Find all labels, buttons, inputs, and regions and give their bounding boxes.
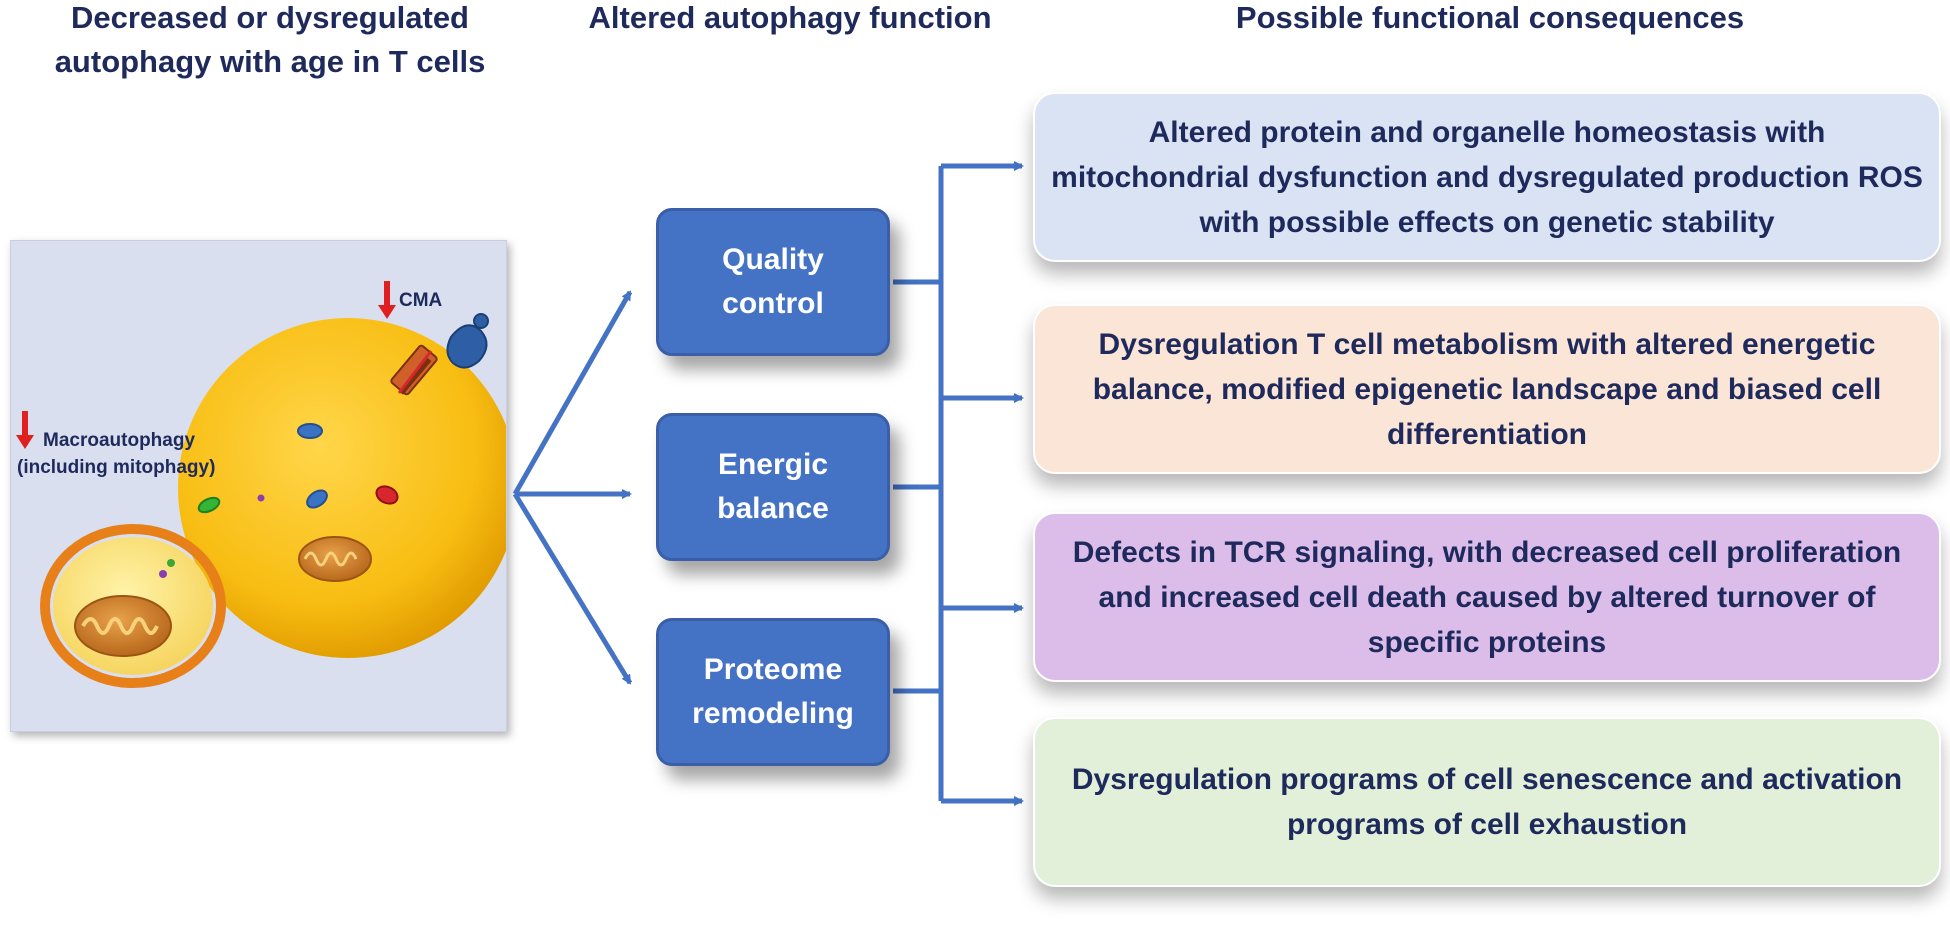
proteome-remodeling-line1: Proteome — [703, 653, 843, 686]
energic-balance-line1: Energic — [717, 448, 829, 481]
arrow-to-proteome-remodeling — [512, 492, 633, 685]
autophagosome — [40, 524, 226, 688]
quality-control-line1: Quality — [722, 243, 824, 276]
consequence-protein-homeostasis: Altered protein and organelle homeostasi… — [1033, 92, 1941, 262]
energic-balance-line2: balance — [717, 492, 829, 525]
cma-label: CMA — [399, 290, 443, 311]
cma-decrease-arrow-icon — [378, 281, 396, 319]
proteome-remodeling-line2: remodeling — [692, 697, 854, 730]
lysosome-cargo — [197, 423, 399, 582]
quality-control-box: Quality control — [656, 208, 890, 356]
proteome-remodeling-box: Proteome remodeling — [656, 618, 890, 766]
quality-control-line2: control — [722, 287, 824, 320]
mitochondrion-icon — [74, 595, 172, 657]
lysosome-illustration — [16, 281, 506, 688]
macroautophagy-label: Macroautophagy (including mitophagy) — [17, 427, 215, 481]
consequence-senescence-exhaustion: Dysregulation programs of cell senescenc… — [1033, 717, 1941, 887]
arrow-to-quality-control — [512, 290, 633, 496]
header-consequences: Possible functional consequences — [1235, 0, 1745, 35]
autophagy-illustration-panel: CMA Macroautophagy (including mitophagy) — [10, 240, 507, 732]
consequence-t-cell-metabolism: Dysregulation T cell metabolism with alt… — [1033, 304, 1941, 474]
header-altered-function: Altered autophagy function — [588, 0, 992, 35]
consequence-tcr-signaling: Defects in TCR signaling, with decreased… — [1033, 512, 1941, 682]
lysosome — [178, 318, 506, 658]
macroautophagy-label-line1: Macroautophagy — [43, 430, 196, 451]
cma-receptor-icon — [390, 313, 489, 396]
energic-balance-box: Energic balance — [656, 413, 890, 561]
header-autophagy-decline: Decreased or dysregulated autophagy with… — [54, 0, 486, 79]
macroautophagy-decrease-arrow-icon — [16, 411, 34, 449]
macroautophagy-label-line2: (including mitophagy) — [17, 457, 216, 478]
